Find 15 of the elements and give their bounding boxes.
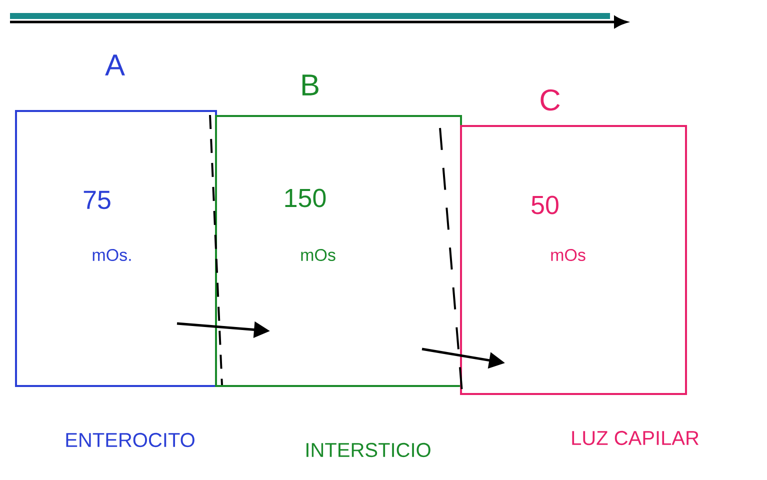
box-heading: B [302, 74, 318, 96]
compartment-box [460, 89, 699, 446]
box-heading: A [105, 54, 125, 76]
box-caption: LUZ CAPILAR [572, 430, 699, 446]
compartment-box [15, 54, 217, 448]
box-heading: C [540, 89, 560, 111]
value-text: 50 [532, 196, 558, 214]
compartment-box [215, 74, 462, 458]
unit-text: mOs [551, 248, 586, 262]
box-caption: INTERSTICIO [306, 442, 430, 458]
unit-text: mOs. [92, 248, 131, 262]
box-caption: ENTEROCITO [66, 432, 194, 448]
value-text: 75 [84, 190, 110, 210]
unit-text: mOs [301, 248, 336, 262]
value-text: 150 [285, 188, 326, 208]
